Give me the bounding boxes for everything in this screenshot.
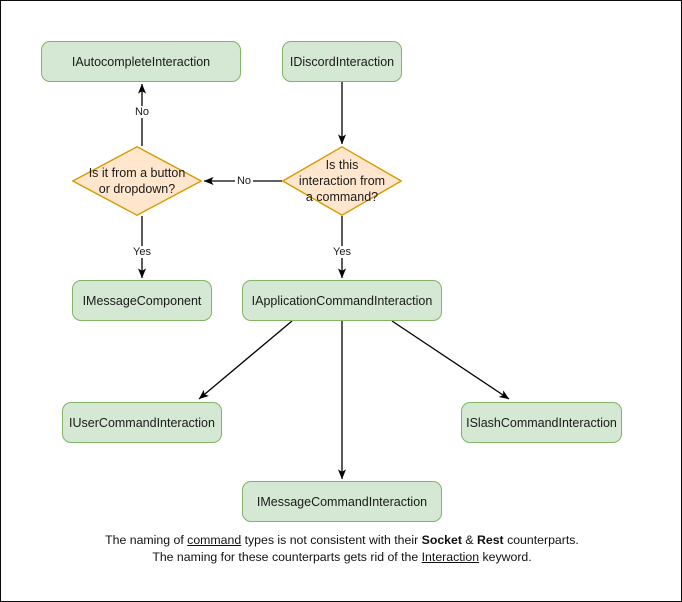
node-label: IMessageCommandInteraction	[256, 494, 428, 509]
node-label: ISlashCommandInteraction	[466, 415, 617, 430]
caption-line1-part-b: types is not consistent with their	[241, 533, 419, 547]
caption-line3-part-a: counterparts gets rid of the	[271, 549, 422, 564]
caption-ampersand: &	[461, 533, 477, 547]
node-label: Is this interaction from a command?	[298, 158, 386, 204]
edge-label-no-between-diamonds: No	[234, 175, 254, 187]
node-label: IUserCommandInteraction	[69, 415, 215, 430]
caption-bold-socket: Socket	[421, 533, 462, 547]
edge-label-no-autocomplete: No	[132, 106, 152, 118]
diamond-shape	[72, 146, 202, 216]
caption-bold-rest: Rest	[477, 533, 504, 547]
edge-label-yes-message-component: Yes	[131, 246, 153, 258]
node-application-command-interaction[interactable]: IApplicationCommandInteraction	[242, 280, 442, 321]
node-decision-button-or-dropdown[interactable]: Is it from a button or dropdown?	[72, 146, 202, 216]
edge-app-command-to-slash-command	[391, 320, 510, 400]
node-decision-interaction-from-command[interactable]: Is this interaction from a command?	[282, 146, 402, 216]
node-label: Is it from a button or dropdown?	[88, 166, 186, 196]
node-message-command-interaction[interactable]: IMessageCommandInteraction	[242, 481, 442, 522]
caption-underlined-command: command	[187, 533, 242, 547]
caption-line3-part-b: keyword.	[479, 549, 532, 564]
node-user-command-interaction[interactable]: IUserCommandInteraction	[62, 402, 222, 443]
node-slash-command-interaction[interactable]: ISlashCommandInteraction	[461, 402, 622, 443]
caption-line2-rest: counterparts. The naming for these	[152, 533, 579, 564]
node-autocomplete-interaction[interactable]: IAutocompleteInteraction	[41, 41, 241, 82]
node-label: IApplicationCommandInteraction	[251, 293, 433, 308]
edge-label-yes-app-command: Yes	[331, 246, 353, 258]
node-discord-interaction[interactable]: IDiscordInteraction	[282, 41, 402, 82]
node-label: IAutocompleteInteraction	[71, 54, 211, 69]
diagram-caption: The naming of command types is not consi…	[101, 532, 583, 565]
node-label: IMessageComponent	[82, 293, 202, 308]
caption-underlined-interaction: Interaction	[421, 549, 480, 564]
node-label: IDiscordInteraction	[289, 54, 395, 69]
edge-app-command-to-user-command	[198, 320, 293, 400]
diamond-shape	[282, 146, 402, 216]
node-message-component[interactable]: IMessageComponent	[72, 280, 212, 321]
caption-line1-part-a: The naming of	[105, 533, 188, 547]
